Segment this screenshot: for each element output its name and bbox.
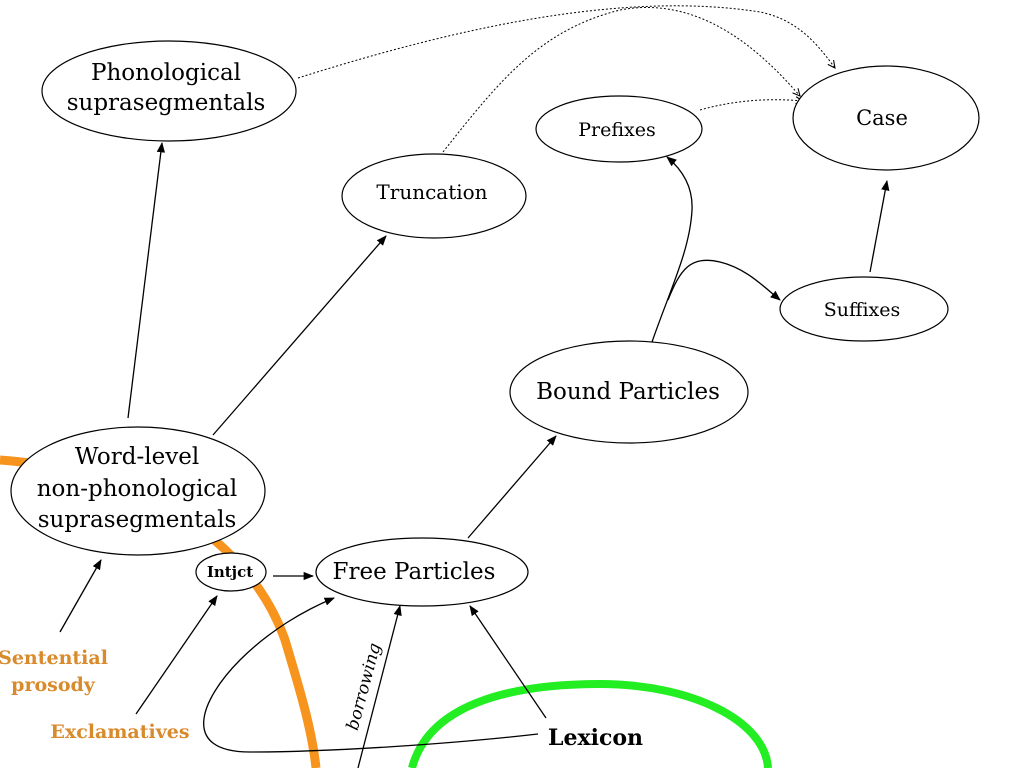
arrow-lexicon-loop-to-free xyxy=(203,597,539,753)
node-suffixes: Suffixes xyxy=(779,276,949,342)
intjct-label: Intjct xyxy=(207,563,253,581)
arrow-free-to-bound xyxy=(467,435,557,539)
arrow-suffixes-to-case xyxy=(869,179,890,273)
word-level-line-3: suprasegmentals xyxy=(38,507,237,533)
lexicon-green-curve xyxy=(408,679,772,768)
arrow-bound-to-suffixes xyxy=(667,259,781,301)
suffixes-label: Suffixes xyxy=(824,299,901,321)
arrow-truncation-to-case xyxy=(442,7,800,153)
lexicon-label: Lexicon xyxy=(548,725,643,751)
sentential-prosody-line-2: prosody xyxy=(11,674,96,696)
phonological-line-1: Phonological xyxy=(91,60,241,86)
word-level-line-2: non-phonological xyxy=(37,476,238,502)
arrow-wordlevel-to-truncation xyxy=(212,235,387,436)
arrow-lexicon-to-free xyxy=(469,605,547,719)
node-free-particles: Free Particles xyxy=(315,537,529,607)
node-bound-particles: Bound Particles xyxy=(509,340,749,444)
node-prefixes: Prefixes xyxy=(535,95,703,163)
node-case: Case xyxy=(792,65,980,171)
arrow-bound-to-prefixes xyxy=(651,156,693,343)
node-phonological-suprasegmentals: Phonological suprasegmentals xyxy=(41,40,297,142)
arrow-phonological-to-case xyxy=(297,5,835,79)
sentential-prosody-line-1: Sentential xyxy=(0,647,108,669)
arrow-exclamatives-to-intjct xyxy=(135,595,218,715)
prefixes-label: Prefixes xyxy=(578,119,656,141)
arrow-wordlevel-to-phonological xyxy=(127,141,165,419)
node-word-level-suprasegmentals: Word-level non-phonological suprasegment… xyxy=(10,426,266,556)
exclamatives-label: Exclamatives xyxy=(50,721,189,743)
phonological-line-2: suprasegmentals xyxy=(67,90,266,116)
arrow-borrowing-to-free xyxy=(357,604,402,768)
truncation-label: Truncation xyxy=(376,180,487,204)
node-truncation: Truncation xyxy=(341,153,527,239)
case-label: Case xyxy=(856,106,908,130)
bound-particles-label: Bound Particles xyxy=(536,379,720,405)
arrow-sentential-to-wordlevel xyxy=(59,559,102,633)
word-level-line-1: Word-level xyxy=(75,444,199,470)
free-particles-label: Free Particles xyxy=(333,559,496,585)
arrow-prefixes-to-case xyxy=(699,100,803,111)
node-intjct: Intjct xyxy=(195,552,267,592)
